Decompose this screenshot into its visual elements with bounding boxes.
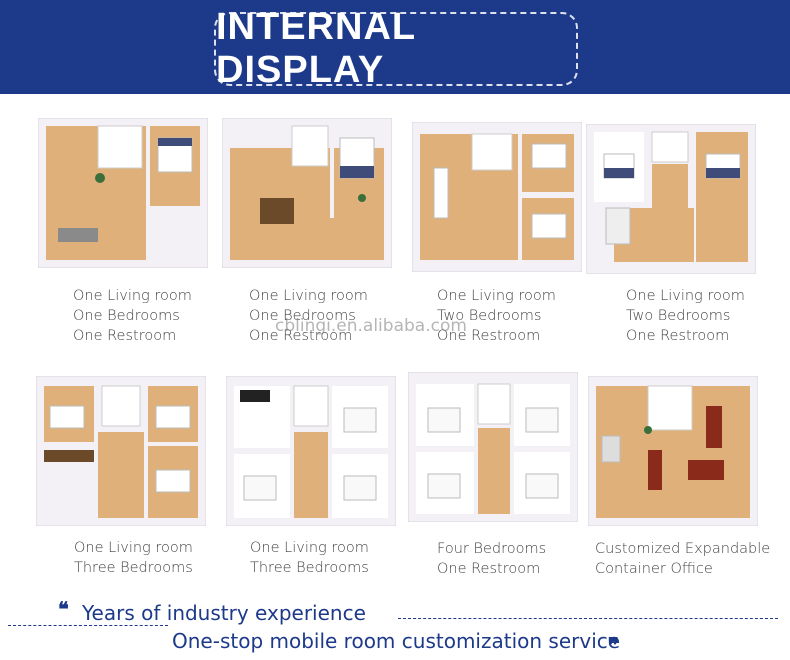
caption-line: One Living room [249, 288, 368, 304]
footer-tagline-2: One-stop mobile room customization servi… [172, 629, 621, 653]
caption-line: One Restroom [626, 328, 730, 344]
header-banner: INTERNAL DISPLAY [0, 0, 790, 94]
caption-line: One Living room [74, 540, 193, 556]
caption-line: One Restroom [73, 328, 177, 344]
divider-dashed-left [8, 625, 168, 626]
caption-line: One Restroom [437, 328, 541, 344]
caption-line: One Living room [73, 288, 192, 304]
caption-line: Four Bedrooms [437, 541, 547, 557]
caption-line: One Living room [437, 288, 556, 304]
caption-line: Two Bedrooms [437, 308, 542, 324]
caption-line: One Bedrooms [73, 308, 180, 324]
footer-tagline-1: Years of industry experience [82, 601, 366, 625]
caption-plan-6: One Living room Three Bedrooms [250, 538, 369, 578]
caption-line: One Bedrooms [249, 308, 356, 324]
floor-plan-2 [222, 118, 392, 268]
caption-plan-3: One Living room Two Bedrooms One Restroo… [437, 286, 556, 346]
floor-plan-5 [36, 376, 206, 526]
caption-plan-4: One Living room Two Bedrooms One Restroo… [626, 286, 745, 346]
caption-plan-2: One Living room One Bedrooms One Restroo… [249, 286, 368, 346]
caption-line: Three Bedrooms [250, 560, 369, 576]
floor-plan-4 [586, 124, 756, 274]
open-quote-icon: ❝ [58, 597, 69, 621]
caption-line: Two Bedrooms [626, 308, 731, 324]
caption-line: Customized Expandable [595, 541, 771, 557]
floor-plan-7 [408, 372, 578, 522]
floor-plan-1 [38, 118, 208, 268]
caption-line: Three Bedrooms [74, 560, 193, 576]
caption-line: One Restroom [249, 328, 353, 344]
page-title: INTERNAL DISPLAY [216, 6, 416, 91]
caption-plan-5: One Living room Three Bedrooms [74, 538, 193, 578]
caption-line: One Living room [626, 288, 745, 304]
floor-plan-6 [226, 376, 396, 526]
caption-plan-8: Customized Expandable Container Office [595, 539, 770, 579]
floor-plan-3 [412, 122, 582, 272]
close-quote-icon: ❞ [608, 633, 619, 657]
divider-dashed-right [398, 618, 778, 619]
floor-plan-8 [588, 376, 758, 526]
caption-plan-1: One Living room One Bedrooms One Restroo… [73, 286, 192, 346]
caption-line: One Living room [250, 540, 369, 556]
caption-plan-7: Four Bedrooms One Restroom [437, 539, 546, 579]
watermark: cblingi.en.alibaba.com [275, 316, 467, 336]
title-frame: INTERNAL DISPLAY [214, 6, 578, 91]
caption-line: Container Office [595, 561, 713, 577]
caption-line: One Restroom [437, 561, 541, 577]
